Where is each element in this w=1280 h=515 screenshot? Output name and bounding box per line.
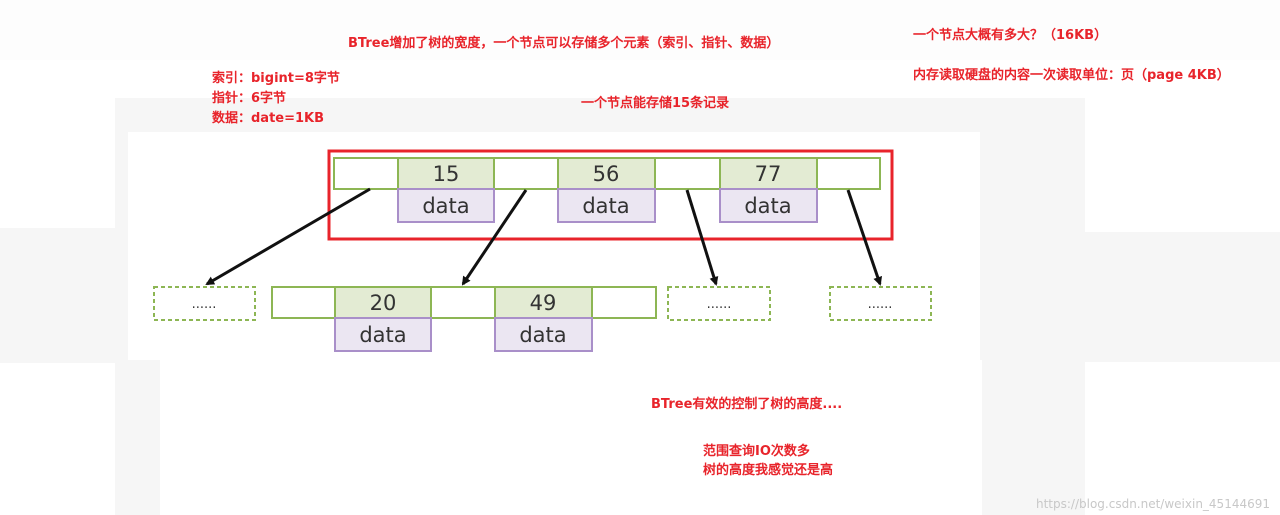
child-data-cell: data bbox=[494, 317, 593, 352]
root-key-cell: 77 bbox=[719, 157, 818, 190]
watermark: https://blog.csdn.net/weixin_45144691 bbox=[1035, 497, 1270, 511]
root-data-cell: data bbox=[397, 188, 495, 223]
height-control-note: BTree有效的控制了树的高度.... bbox=[651, 397, 843, 412]
node-size-note: 一个节点大概有多大？（16KB） bbox=[913, 28, 1108, 43]
root-highlight-box bbox=[327, 149, 894, 241]
child-node: 20 49 data data bbox=[271, 286, 657, 352]
background-panel bbox=[980, 232, 1280, 362]
child-data-cell: data bbox=[334, 317, 432, 352]
child-key-cell: 20 bbox=[334, 286, 432, 319]
root-key-label: 56 bbox=[593, 162, 620, 186]
placeholder-dots: ...... bbox=[192, 297, 217, 312]
root-key-cell: 56 bbox=[557, 157, 656, 190]
background-panel bbox=[0, 228, 130, 363]
pointer-arrow bbox=[461, 189, 528, 286]
data-label: data bbox=[744, 194, 791, 218]
placeholder-node: ...... bbox=[153, 286, 256, 321]
pointer-arrow bbox=[205, 187, 371, 286]
root-data-cell: data bbox=[719, 188, 818, 223]
root-data-cell: data bbox=[557, 188, 656, 223]
index-size-note: 索引：bigint=8字节 bbox=[212, 71, 340, 86]
placeholder-dots: ...... bbox=[707, 297, 732, 312]
page-unit-note: 内存读取硬盘的内容一次读取单位：页（page 4KB） bbox=[913, 68, 1230, 83]
btree-title-note: BTree增加了树的宽度，一个节点可以存储多个元素（索引、指针、数据） bbox=[348, 36, 780, 51]
child-key-label: 49 bbox=[530, 291, 557, 315]
placeholder-dots: ...... bbox=[868, 297, 893, 312]
child-node-frame bbox=[271, 286, 657, 319]
pointer-size-note: 指针：6字节 bbox=[212, 91, 287, 106]
data-label: data bbox=[422, 194, 469, 218]
data-label: data bbox=[359, 323, 406, 347]
pointer-arrow bbox=[846, 189, 883, 286]
background-panel bbox=[0, 0, 1280, 60]
child-key-cell: 49 bbox=[494, 286, 593, 319]
data-label: data bbox=[582, 194, 629, 218]
records-per-node-note: 一个节点能存储15条记录 bbox=[581, 96, 730, 111]
tree-height-note: 树的高度我感觉还是高 bbox=[703, 463, 834, 478]
root-key-label: 15 bbox=[433, 162, 460, 186]
data-label: data bbox=[519, 323, 566, 347]
root-key-label: 77 bbox=[755, 162, 782, 186]
root-key-cell: 15 bbox=[397, 157, 495, 190]
root-node: 15 56 77 data data data bbox=[333, 157, 881, 223]
range-query-note: 范围查询IO次数多 bbox=[703, 444, 810, 459]
child-key-label: 20 bbox=[370, 291, 397, 315]
data-size-note: 数据：date=1KB bbox=[212, 111, 325, 126]
placeholder-node: ...... bbox=[667, 286, 771, 321]
placeholder-node: ...... bbox=[829, 286, 932, 321]
diagram-canvas bbox=[160, 360, 982, 515]
pointer-arrow bbox=[685, 189, 719, 286]
